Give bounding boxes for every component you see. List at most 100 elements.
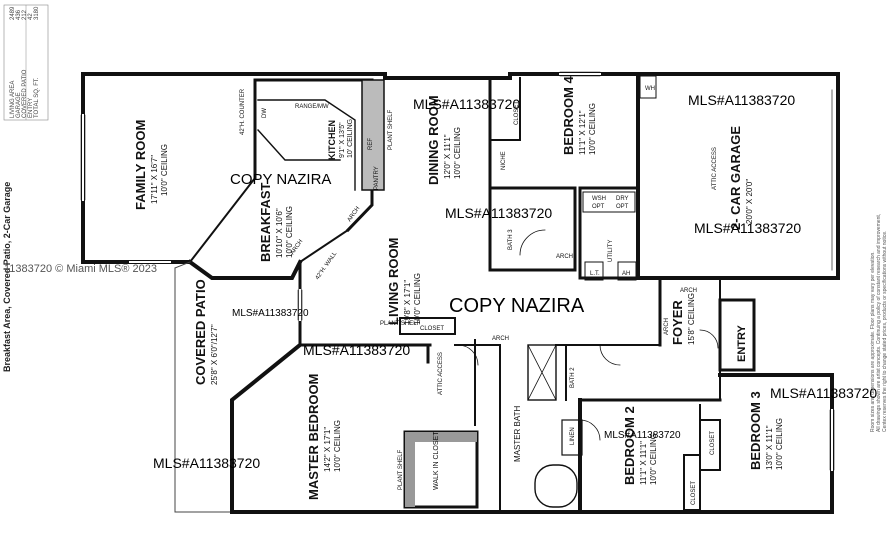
room-patio-name: COVERED PATIO [193,279,208,385]
room-foyer-name: FOYER [670,300,685,345]
room-kitchen-name: KITCHEN [327,120,337,160]
svg-text:ATTIC ACCESS: ATTIC ACCESS [712,147,718,190]
svg-text:42"H. COUNTER: 42"H. COUNTER [240,88,246,135]
copyright-watermark: 11383720 © Miami MLS® 2023 [4,263,157,275]
area-row-value: 436 [16,9,22,20]
svg-text:DRY: DRY [616,196,629,202]
room-dining-ceil: 10'0" CEILING [453,127,462,179]
room-master-ceil: 10'0" CEILING [333,420,342,472]
room-master-name: MASTER BEDROOM [306,374,321,500]
mls-watermark: MLS#A11383720 [604,430,681,441]
svg-text:PLANT SHELF: PLANT SHELF [388,109,394,150]
room-breakfast-name: BREAKFAST [258,182,273,262]
svg-text:BATH 2: BATH 2 [570,367,576,388]
room-walkin-name: WALK IN CLOSET [433,431,440,490]
svg-text:PLANT SHELF: PLANT SHELF [398,449,404,490]
copy-watermark: COPY NAZIRA [230,171,331,188]
svg-text:ATTIC ACCESS: ATTIC ACCESS [438,352,444,395]
svg-text:ARCH: ARCH [664,318,670,335]
room-labels: FAMILY ROOM 17'11" X 16'7" 10'0" CEILING… [133,76,784,501]
watermarks: COPY NAZIRA COPY NAZIRA MLS#A11383720 ML… [153,92,877,471]
room-dining-dim: 12'0" X 11'1" [443,134,452,179]
plan-caption: Breakfast Area, Covered Patio, 2-Car Gar… [2,182,12,372]
area-row-label: ENTRY [28,98,34,118]
area-row-label: GARAGE [16,92,22,118]
room-dining-name: DINING ROOM [426,95,441,185]
room-kitchen-dim: 9'1" X 13'5" [339,122,346,158]
room-entry-name: ENTRY [736,324,748,362]
room-garage-name: 2- CAR GARAGE [728,126,743,230]
room-family-name: FAMILY ROOM [133,120,148,210]
walls [80,71,840,514]
svg-text:CLOSET: CLOSET [691,481,697,505]
room-foyer-dim: 15'8" CEILING [687,293,696,345]
svg-text:UTILITY: UTILITY [608,240,614,262]
mls-watermark: MLS#A11383720 [413,96,520,112]
area-row-value: 42 [28,13,34,20]
svg-text:WSH: WSH [592,196,606,202]
room-kitchen-ceil: 10' CEILING [347,119,354,158]
mls-watermark: MLS#A11383720 [232,308,309,319]
room-master-dim: 14'2" X 17'1" [323,427,332,472]
svg-text:RANGE/MW: RANGE/MW [295,104,329,110]
room-bedroom2-dim: 11'1" X 11'1" [639,441,648,485]
svg-text:CLOSET: CLOSET [710,431,716,455]
svg-text:42"H. WALL: 42"H. WALL [315,250,339,281]
room-living-name: LIVING ROOM [386,238,401,325]
room-breakfast-dim: 10'10" X 10'6" [275,208,284,258]
room-patio-dim: 25'8" X 6'0"/12'7" [210,324,219,385]
svg-text:All drawings shown are artist: All drawings shown are artist concepts. … [876,214,882,432]
room-breakfast-ceil: 10'0" CEILING [285,206,294,258]
room-family-ceil: 10'0" CEILING [160,144,169,196]
svg-text:PANTRY: PANTRY [374,166,380,190]
svg-text:DW: DW [262,108,268,118]
svg-text:CLOSET: CLOSET [420,326,444,332]
svg-text:NICHE: NICHE [501,151,507,170]
mls-watermark: MLS#A11383720 [688,92,795,108]
area-row-label: COVERED PATIO [22,69,28,118]
svg-text:BATH 3: BATH 3 [508,229,514,250]
copy-watermark: COPY NAZIRA [449,295,585,317]
area-row-value: 3180 [34,6,40,20]
area-row-label: LIVING AREA [10,81,16,118]
area-table: LIVING AREA 2489 GARAGE 436 COVERED PATI… [3,4,49,121]
svg-text:PLANT SHELF: PLANT SHELF [380,321,421,327]
svg-text:CLOSET: CLOSET [514,101,520,125]
svg-text:REF: REF [368,138,374,150]
room-bedroom4-name: BEDROOM 4 [561,76,576,156]
room-bedroom3-dim: 13'0" X 11'1" [765,425,774,470]
svg-text:Room sizes and dimensions are: Room sizes and dimensions are approximat… [870,251,876,432]
room-bedroom3-name: BEDROOM 3 [748,391,763,470]
svg-text:Centex reserves the right to c: Centex reserves the right to change stat… [882,231,888,433]
svg-text:OPT: OPT [616,204,629,210]
area-row-value: 2489 [10,6,16,20]
svg-text:ARCH: ARCH [680,288,697,294]
room-garage-dim: 20'0" X 20'0" [745,179,754,224]
mls-watermark: MLS#A11383720 [694,220,801,236]
mls-watermark: MLS#A11383720 [445,205,552,221]
mls-watermark: MLS#A11383720 [303,342,410,358]
svg-text:WH: WH [645,86,655,92]
svg-text:L.T.: L.T. [590,271,600,277]
mls-watermark: MLS#A11383720 [770,385,877,401]
svg-text:OPT: OPT [592,204,605,210]
area-row-label: TOTAL SQ. FT. [34,77,40,118]
svg-text:ARCH: ARCH [492,336,509,342]
svg-text:AH: AH [622,271,630,277]
room-master-bath-name: MASTER BATH [513,405,522,462]
room-bedroom2-name: BEDROOM 2 [622,406,637,485]
svg-text:LINEN: LINEN [570,427,576,445]
svg-text:ARCH: ARCH [556,254,573,260]
room-bedroom4-dim: 11'1" X 12'1" [578,110,587,155]
room-living-dim: 19'8" X 17'1" [403,280,412,325]
room-family-dim: 17'11" X 16'7" [150,155,159,204]
mls-watermark: MLS#A11383720 [153,455,260,471]
area-row-value: 212 [22,9,28,20]
room-bedroom3-ceil: 10'0" CEILING [775,418,784,470]
room-bedroom2-ceil: 10'0" CEILING [649,433,658,485]
disclaimer: Room sizes and dimensions are approximat… [870,214,888,432]
svg-text:ARCH: ARCH [347,206,362,223]
room-bedroom4-ceil: 10'0" CEILING [588,103,597,155]
room-living-ceil: 10'0" CEILING [413,273,422,325]
